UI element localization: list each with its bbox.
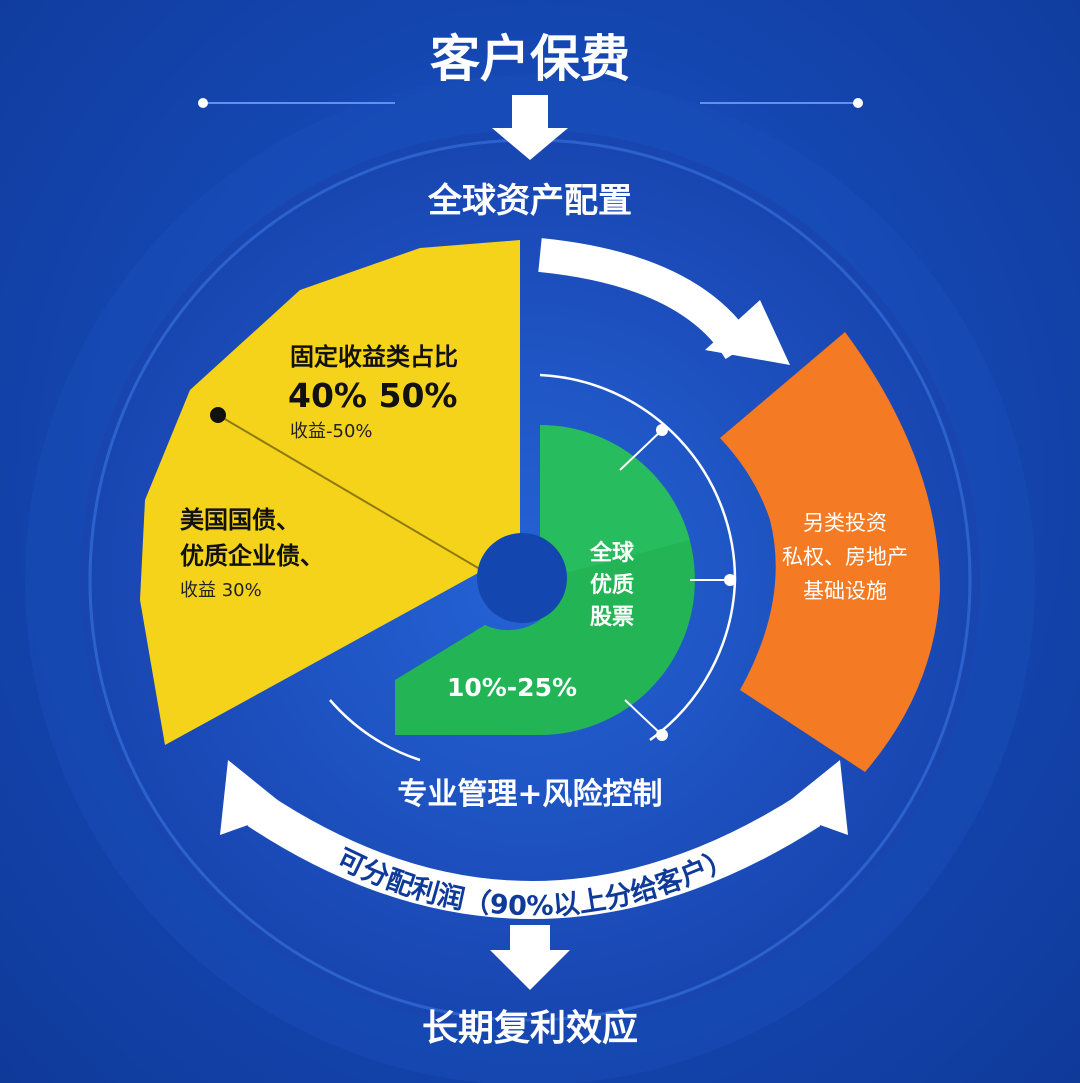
guide-node-3 bbox=[656, 729, 668, 741]
fixed-income-return-note2: 收益 30% bbox=[180, 580, 262, 601]
guide-arc-upper bbox=[539, 373, 737, 581]
alternatives-line1: 另类投资 bbox=[803, 511, 887, 535]
title-right-dot bbox=[853, 98, 863, 108]
title-left-dot bbox=[198, 98, 208, 108]
management-label: 专业管理+风险控制 bbox=[397, 777, 662, 812]
guide-node-1 bbox=[656, 424, 668, 436]
equity-line3: 股票 bbox=[590, 605, 634, 630]
fixed-income-leader-line bbox=[217, 414, 491, 576]
equity-range: 10%-25% bbox=[447, 673, 577, 702]
fixed-income-return-note: 收益-50% bbox=[290, 421, 373, 442]
fixed-income-line2: 优质企业债、 bbox=[180, 542, 324, 570]
guide-node-2 bbox=[724, 574, 736, 586]
step-global-allocation: 全球资产配置 bbox=[427, 181, 632, 221]
guide-arc-left bbox=[329, 699, 421, 762]
equity-line1: 全球 bbox=[589, 540, 635, 566]
equity-line2: 优质 bbox=[590, 572, 634, 598]
flow-arrowhead-right bbox=[705, 300, 790, 365]
down-arrow-icon bbox=[492, 95, 568, 160]
alternatives-sector bbox=[720, 332, 940, 772]
alternatives-line3: 基础设施 bbox=[803, 579, 887, 603]
fixed-income-line1: 美国国债、 bbox=[180, 506, 300, 534]
result-label: 长期复利效应 bbox=[422, 1008, 638, 1049]
distribution-arrowhead-left bbox=[220, 760, 290, 835]
fixed-income-sector bbox=[140, 240, 520, 745]
leader-dot bbox=[210, 407, 226, 423]
fixed-income-heading: 固定收益类占比 bbox=[290, 343, 458, 371]
center-hub bbox=[477, 533, 567, 623]
guide-arc-lower bbox=[649, 579, 737, 742]
distribution-arrowhead-right bbox=[778, 760, 848, 835]
distribution-arrow-band bbox=[247, 794, 821, 919]
diagram-title: 客户保费 bbox=[430, 30, 630, 88]
alternatives-line2: 私权、房地产 bbox=[782, 545, 908, 569]
down-arrow-final-icon bbox=[490, 925, 570, 990]
fixed-income-range: 40% 50% bbox=[288, 376, 457, 415]
